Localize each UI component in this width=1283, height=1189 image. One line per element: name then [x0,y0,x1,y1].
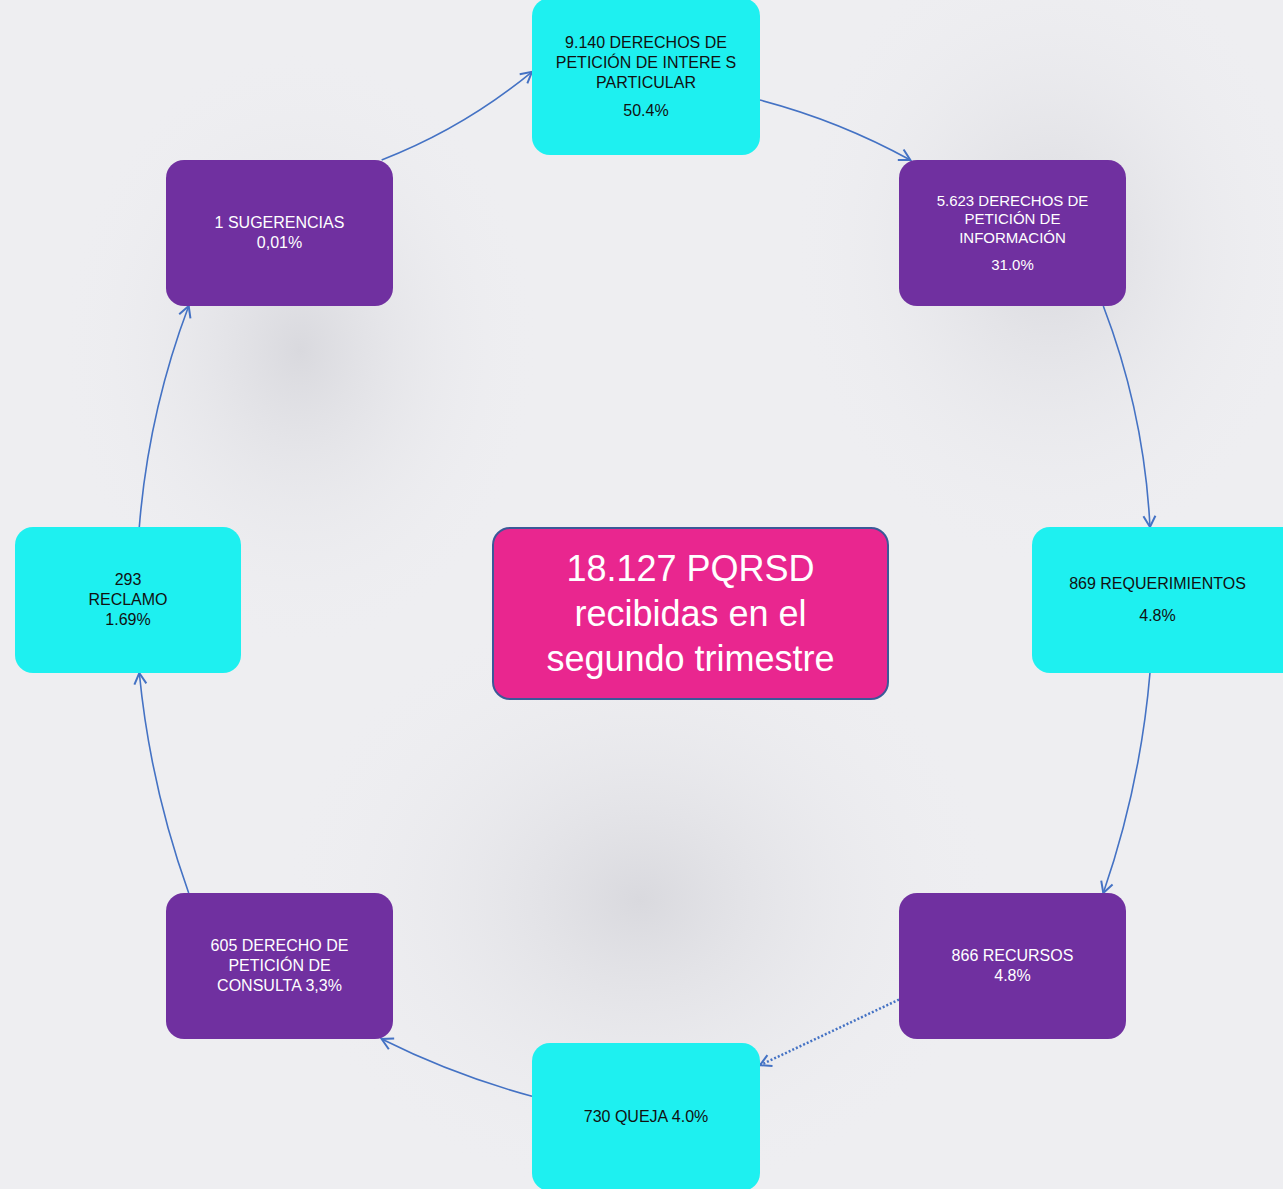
flow-arrow [760,100,910,160]
category-box: 866 RECURSOS 4.8% [899,893,1126,1039]
flow-arrow [760,1000,899,1066]
total-box: 18.127 PQRSD recibidas en el segundo tri… [492,527,889,700]
category-box: 605 DERECHO DE PETICIÓN DE CONSULTA 3,3% [166,893,393,1039]
node-label: 293 RECLAMO 1.69% [73,570,183,630]
node-label: 605 DERECHO DE PETICIÓN DE CONSULTA 3,3% [197,936,362,996]
category-box: 1 SUGERENCIAS 0,01% [166,160,393,306]
flow-arrow [139,306,188,527]
node-label: 18.127 PQRSD recibidas en el segundo tri… [526,546,856,681]
flow-arrow [382,1039,532,1096]
flow-arrow [139,673,188,893]
node-label: 869 REQUERIMIENTOS [1069,574,1246,594]
node-label: 730 QUEJA 4.0% [584,1107,709,1127]
category-box: 293 RECLAMO 1.69% [15,527,241,673]
node-label: 9.140 DERECHOS DE PETICIÓN DE INTERE S P… [554,33,739,93]
percentage-label: 4.8% [1139,606,1175,626]
percentage-label: 50.4% [623,101,668,121]
category-box: 5.623 DERECHOS DE PETICIÓN DE INFORMACIÓ… [899,160,1126,306]
flow-arrow [382,72,532,160]
node-label: 5.623 DERECHOS DE PETICIÓN DE INFORMACIÓ… [925,192,1100,248]
node-label: 866 RECURSOS 4.8% [948,946,1078,986]
category-box: 869 REQUERIMIENTOS 4.8% [1032,527,1283,673]
node-label: 1 SUGERENCIAS 0,01% [215,213,345,253]
flow-arrow [1103,673,1150,893]
category-box: 9.140 DERECHOS DE PETICIÓN DE INTERE S P… [532,0,760,155]
percentage-label: 31.0% [991,256,1034,275]
category-box: 730 QUEJA 4.0% [532,1043,760,1189]
flow-arrow [1103,306,1150,527]
